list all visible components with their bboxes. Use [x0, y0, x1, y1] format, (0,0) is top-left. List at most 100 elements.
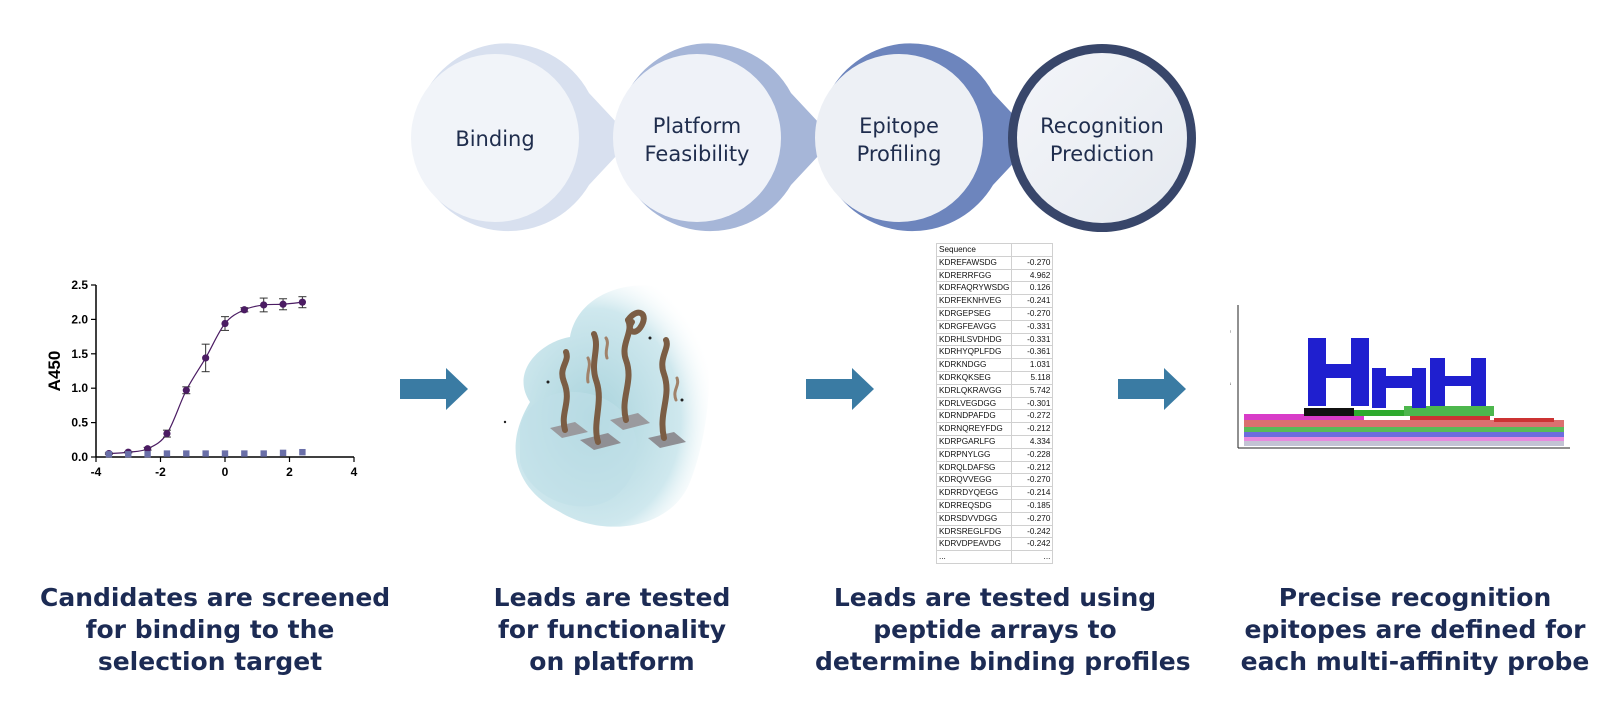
y-tick-label: 1.0	[71, 381, 88, 395]
sequence-cell: KDRFAQRYWSDG	[935, 281, 1013, 296]
sequence-cell: KDRHLSVDHDG	[935, 332, 1013, 347]
score-cell: -0.270	[1011, 511, 1054, 526]
score-cell: -0.242	[1011, 524, 1054, 539]
sequence-cell: KDRQLDAFSG	[935, 460, 1013, 475]
sequence-cell: KDRGEPSEG	[935, 306, 1013, 321]
table-row: KDRLVEGDGG-0.301	[935, 396, 1054, 411]
score-cell: 1.031	[1011, 358, 1054, 372]
table-row: KDRRDYQEGG-0.214	[935, 486, 1054, 500]
table-row: ......	[935, 550, 1054, 564]
data-point	[144, 451, 151, 458]
score-cell: 5.118	[1011, 370, 1054, 385]
score-cell: -0.241	[1011, 294, 1054, 308]
table-row: KDRFEKNHVEG-0.241	[935, 294, 1054, 308]
table-row: KDRNDPAFDG-0.272	[935, 409, 1054, 424]
process-step-epitope-profiling	[815, 43, 1036, 232]
sequence-cell: KDRSDVVDGG	[935, 511, 1013, 526]
y-tick-label: 2.0	[71, 312, 88, 326]
table-row: KDRSREGLFDG-0.242	[935, 524, 1054, 539]
sequence-cell: KDRKNDGG	[935, 358, 1013, 372]
step-label-1: Binding	[455, 127, 534, 151]
score-cell: -0.228	[1011, 447, 1054, 462]
x-tick-label: -4	[91, 465, 102, 479]
y-tick-label: 2.5	[71, 278, 88, 292]
sequence-cell: KDRLQKRAVGG	[935, 383, 1013, 398]
table-row: KDRQVVEGG-0.270	[935, 473, 1054, 488]
y-tick-label: 0.0	[71, 450, 88, 464]
table-row: KDRQLDAFSG-0.212	[935, 460, 1054, 475]
sequence-cell: KDRKQKSEG	[935, 370, 1013, 385]
table-row: KDRHLSVDHDG-0.331	[935, 332, 1054, 347]
sequence-cell: KDRREQSDG	[935, 498, 1013, 513]
data-point	[202, 450, 209, 457]
step-label-2: Platform	[653, 114, 742, 138]
x-tick-label: 4	[351, 465, 358, 479]
score-cell: -0.361	[1011, 345, 1054, 360]
data-point	[202, 354, 210, 362]
data-point	[125, 451, 132, 458]
data-point	[163, 430, 171, 438]
score-cell: 4.334	[1011, 434, 1054, 449]
sequence-logo: 21	[1230, 305, 1570, 449]
data-point	[105, 451, 113, 458]
score-cell: -0.270	[1011, 306, 1054, 321]
sequence-cell: KDRVDPEAVDG	[935, 537, 1013, 552]
arrow-right-icon	[806, 368, 874, 410]
data-point	[260, 450, 267, 457]
sequence-cell: KDRRDYQEGG	[935, 486, 1013, 500]
table-row: KDRREQSDG-0.185	[935, 498, 1054, 513]
score-cell: 4.962	[1011, 268, 1054, 283]
data-point	[240, 306, 248, 314]
data-point	[183, 450, 190, 457]
data-point	[163, 450, 171, 457]
y-tick-label: 1.5	[71, 347, 88, 361]
score-cell: ...	[1011, 550, 1054, 564]
table-header-sequence: Sequence	[935, 243, 1013, 257]
sequence-cell: KDRFEKNHVEG	[935, 294, 1013, 308]
score-cell: -0.270	[1011, 255, 1054, 270]
table-row: KDRGEPSEG-0.270	[935, 306, 1054, 321]
table-row: KDRSDVVDGG-0.270	[935, 511, 1054, 526]
data-point	[221, 319, 229, 328]
series-fit-curve	[108, 301, 303, 455]
sequence-cell: ...	[935, 550, 1013, 564]
step-label-4b: Prediction	[1050, 142, 1154, 166]
data-point	[299, 448, 306, 456]
step-label-3: Epitope	[859, 114, 939, 138]
table-header-row: Sequence	[935, 243, 1054, 257]
y-axis-label: A450	[45, 351, 64, 392]
score-cell: -0.331	[1011, 332, 1054, 347]
sequence-cell: KDRPNYLGG	[935, 447, 1013, 462]
score-cell: 5.742	[1011, 383, 1054, 398]
score-cell: -0.185	[1011, 498, 1054, 513]
x-tick-label: 0	[222, 465, 229, 479]
sequence-cell: KDRSREGLFDG	[935, 524, 1013, 539]
sequence-cell: KDRPGARLFG	[935, 434, 1013, 449]
svg-text:1: 1	[1230, 381, 1232, 386]
table-row: KDRGFEAVGG-0.331	[935, 319, 1054, 334]
process-step-platform-feasibility	[613, 43, 834, 232]
score-cell: -0.301	[1011, 396, 1054, 411]
caption-binding: Candidates are screened for binding to t…	[40, 583, 391, 676]
caption-platform: Leads are tested for functionality on pl…	[493, 583, 731, 676]
table-row: KDREFAWSDG-0.270	[935, 255, 1054, 270]
step-label-3b: Profiling	[857, 142, 942, 166]
sequence-cell: KDRGFEAVGG	[935, 319, 1013, 334]
sequence-cell: KDRHYQPLFDG	[935, 345, 1013, 360]
score-cell: 0.126	[1011, 281, 1054, 296]
table-header-value	[1011, 243, 1054, 257]
svg-text:2: 2	[1230, 329, 1232, 334]
score-cell: -0.214	[1011, 486, 1054, 500]
score-cell: -0.212	[1011, 460, 1054, 475]
y-tick-label: 0.5	[71, 416, 88, 430]
table-row: KDRVDPEAVDG-0.242	[935, 537, 1054, 552]
data-point	[221, 450, 229, 457]
score-cell: -0.242	[1011, 537, 1054, 552]
